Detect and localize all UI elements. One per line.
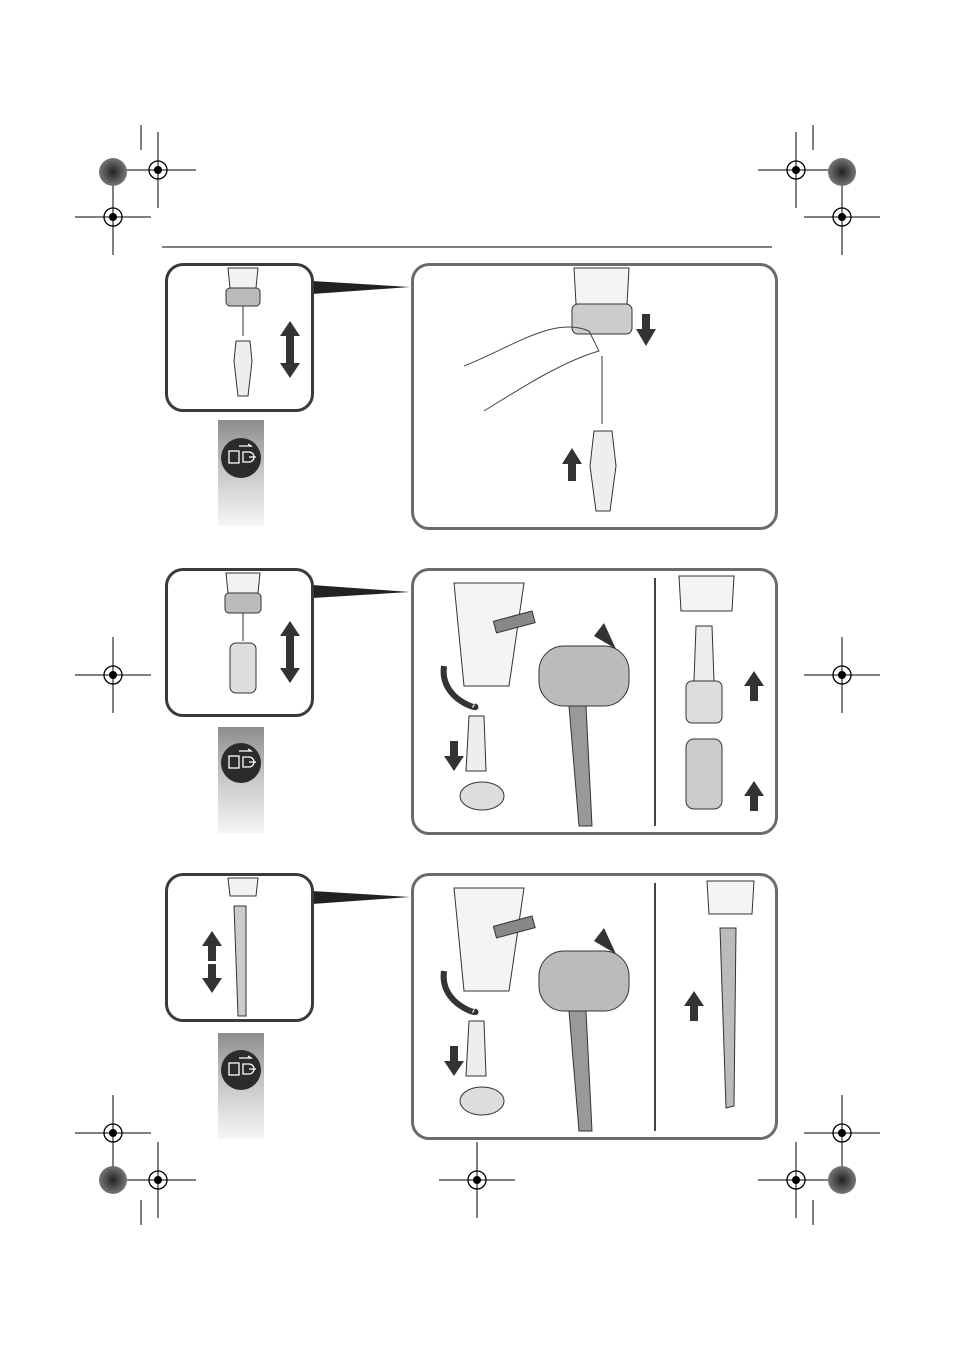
figure-3-main-panel [411,873,778,1140]
registration-mark [758,1142,834,1218]
figure-1-thumbnail [165,263,314,412]
registration-mark [75,637,151,713]
unplug-icon [221,743,261,783]
registration-mark [120,132,196,208]
callout-pointer [312,281,410,294]
registration-mark [439,1142,515,1218]
unplug-icon [221,1050,261,1090]
registration-mark [120,1142,196,1218]
figure-2-thumbnail [165,568,314,717]
color-target [99,1166,127,1194]
registration-mark [804,179,880,255]
figure-1-main-panel [411,263,778,530]
color-target [828,1166,856,1194]
panel-divider [654,578,656,826]
registration-mark [804,1095,880,1171]
registration-mark [75,1095,151,1171]
chuck-removal-illustration [414,266,781,533]
registration-mark [758,132,834,208]
keyed-chuck-thumb-illustration [168,571,317,720]
figure-3-thumbnail [165,873,314,1022]
registration-mark [75,179,151,255]
panel-divider [654,883,656,1131]
figure-2-main-panel [411,568,778,835]
taper-bit-removal-illustration [414,876,781,1143]
chuck-thumb-illustration [168,266,317,415]
callout-pointer [312,585,410,598]
taper-bit-thumb-illustration [168,876,317,1025]
color-target [99,158,127,186]
registration-mark [804,637,880,713]
color-target [828,158,856,186]
keyed-chuck-removal-illustration [414,571,781,838]
unplug-icon [221,438,261,478]
callout-pointer [312,891,410,904]
